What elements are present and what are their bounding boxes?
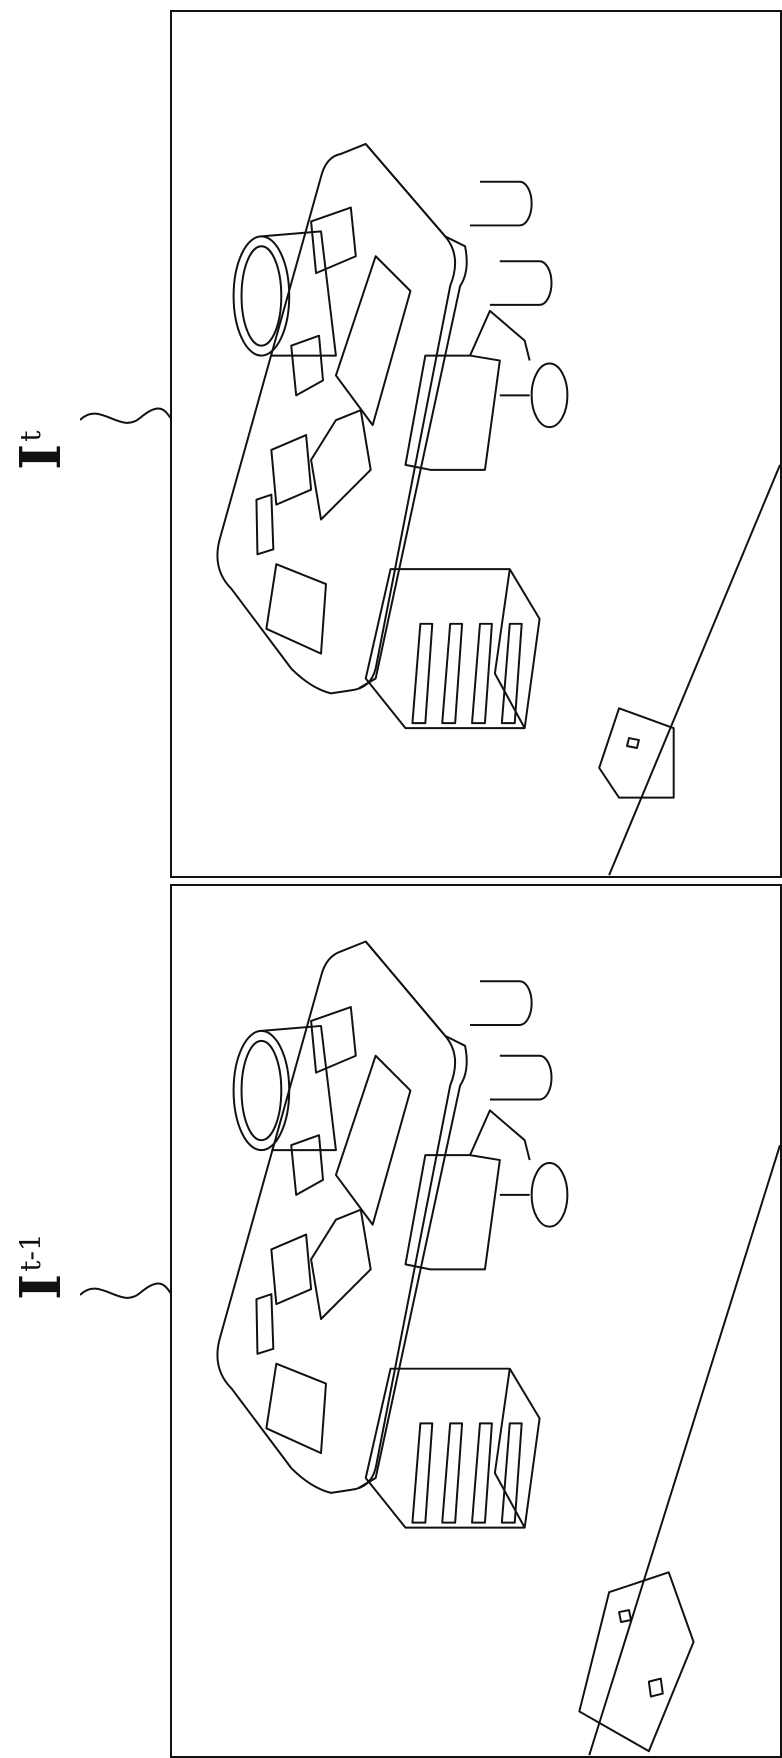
desk-item bbox=[255, 493, 275, 556]
frame-label-current-sub: t bbox=[14, 430, 48, 442]
office-scene-current bbox=[216, 142, 780, 876]
waste-bin bbox=[232, 230, 337, 357]
desk-leg bbox=[470, 980, 533, 1026]
desk-item bbox=[290, 1134, 325, 1196]
desk-leg bbox=[489, 260, 553, 306]
desk-item bbox=[270, 434, 313, 506]
desk-item bbox=[334, 1054, 412, 1226]
office-scene-previous bbox=[216, 940, 780, 1756]
desk-leg bbox=[489, 1054, 553, 1101]
leader-line-current bbox=[80, 407, 172, 424]
waste-bin bbox=[232, 1024, 337, 1152]
floor-box bbox=[578, 1571, 695, 1753]
floor-box bbox=[598, 707, 675, 799]
frame-label-previous-main: I bbox=[8, 1273, 74, 1300]
desk-leg bbox=[470, 180, 533, 227]
desk-item bbox=[265, 1362, 327, 1455]
frame-label-current: It bbox=[0, 380, 74, 470]
frame-label-previous: It-1 bbox=[0, 1170, 74, 1300]
desk-top bbox=[216, 940, 457, 1494]
frame-label-current-main: I bbox=[8, 443, 74, 470]
computer-tower bbox=[364, 1367, 541, 1529]
frame-label-previous-sub: t-1 bbox=[14, 1233, 48, 1272]
computer-tower bbox=[364, 568, 541, 730]
desk-item bbox=[290, 334, 325, 397]
desk-top bbox=[216, 142, 457, 695]
desk-item bbox=[265, 563, 327, 655]
desk-item bbox=[310, 1006, 357, 1074]
floor-edge bbox=[608, 464, 780, 876]
desk-item bbox=[270, 1233, 313, 1306]
desk-item bbox=[310, 409, 372, 521]
leader-line-previous bbox=[80, 1282, 172, 1299]
office-chair bbox=[404, 309, 569, 471]
desk-item bbox=[310, 206, 357, 275]
desk-item bbox=[310, 1208, 372, 1321]
frame-previous bbox=[170, 884, 782, 1758]
desk-item bbox=[334, 255, 412, 427]
desk-item bbox=[255, 1293, 275, 1355]
floor-edge bbox=[588, 1144, 780, 1756]
office-chair bbox=[404, 1109, 569, 1271]
frame-current bbox=[170, 10, 782, 878]
